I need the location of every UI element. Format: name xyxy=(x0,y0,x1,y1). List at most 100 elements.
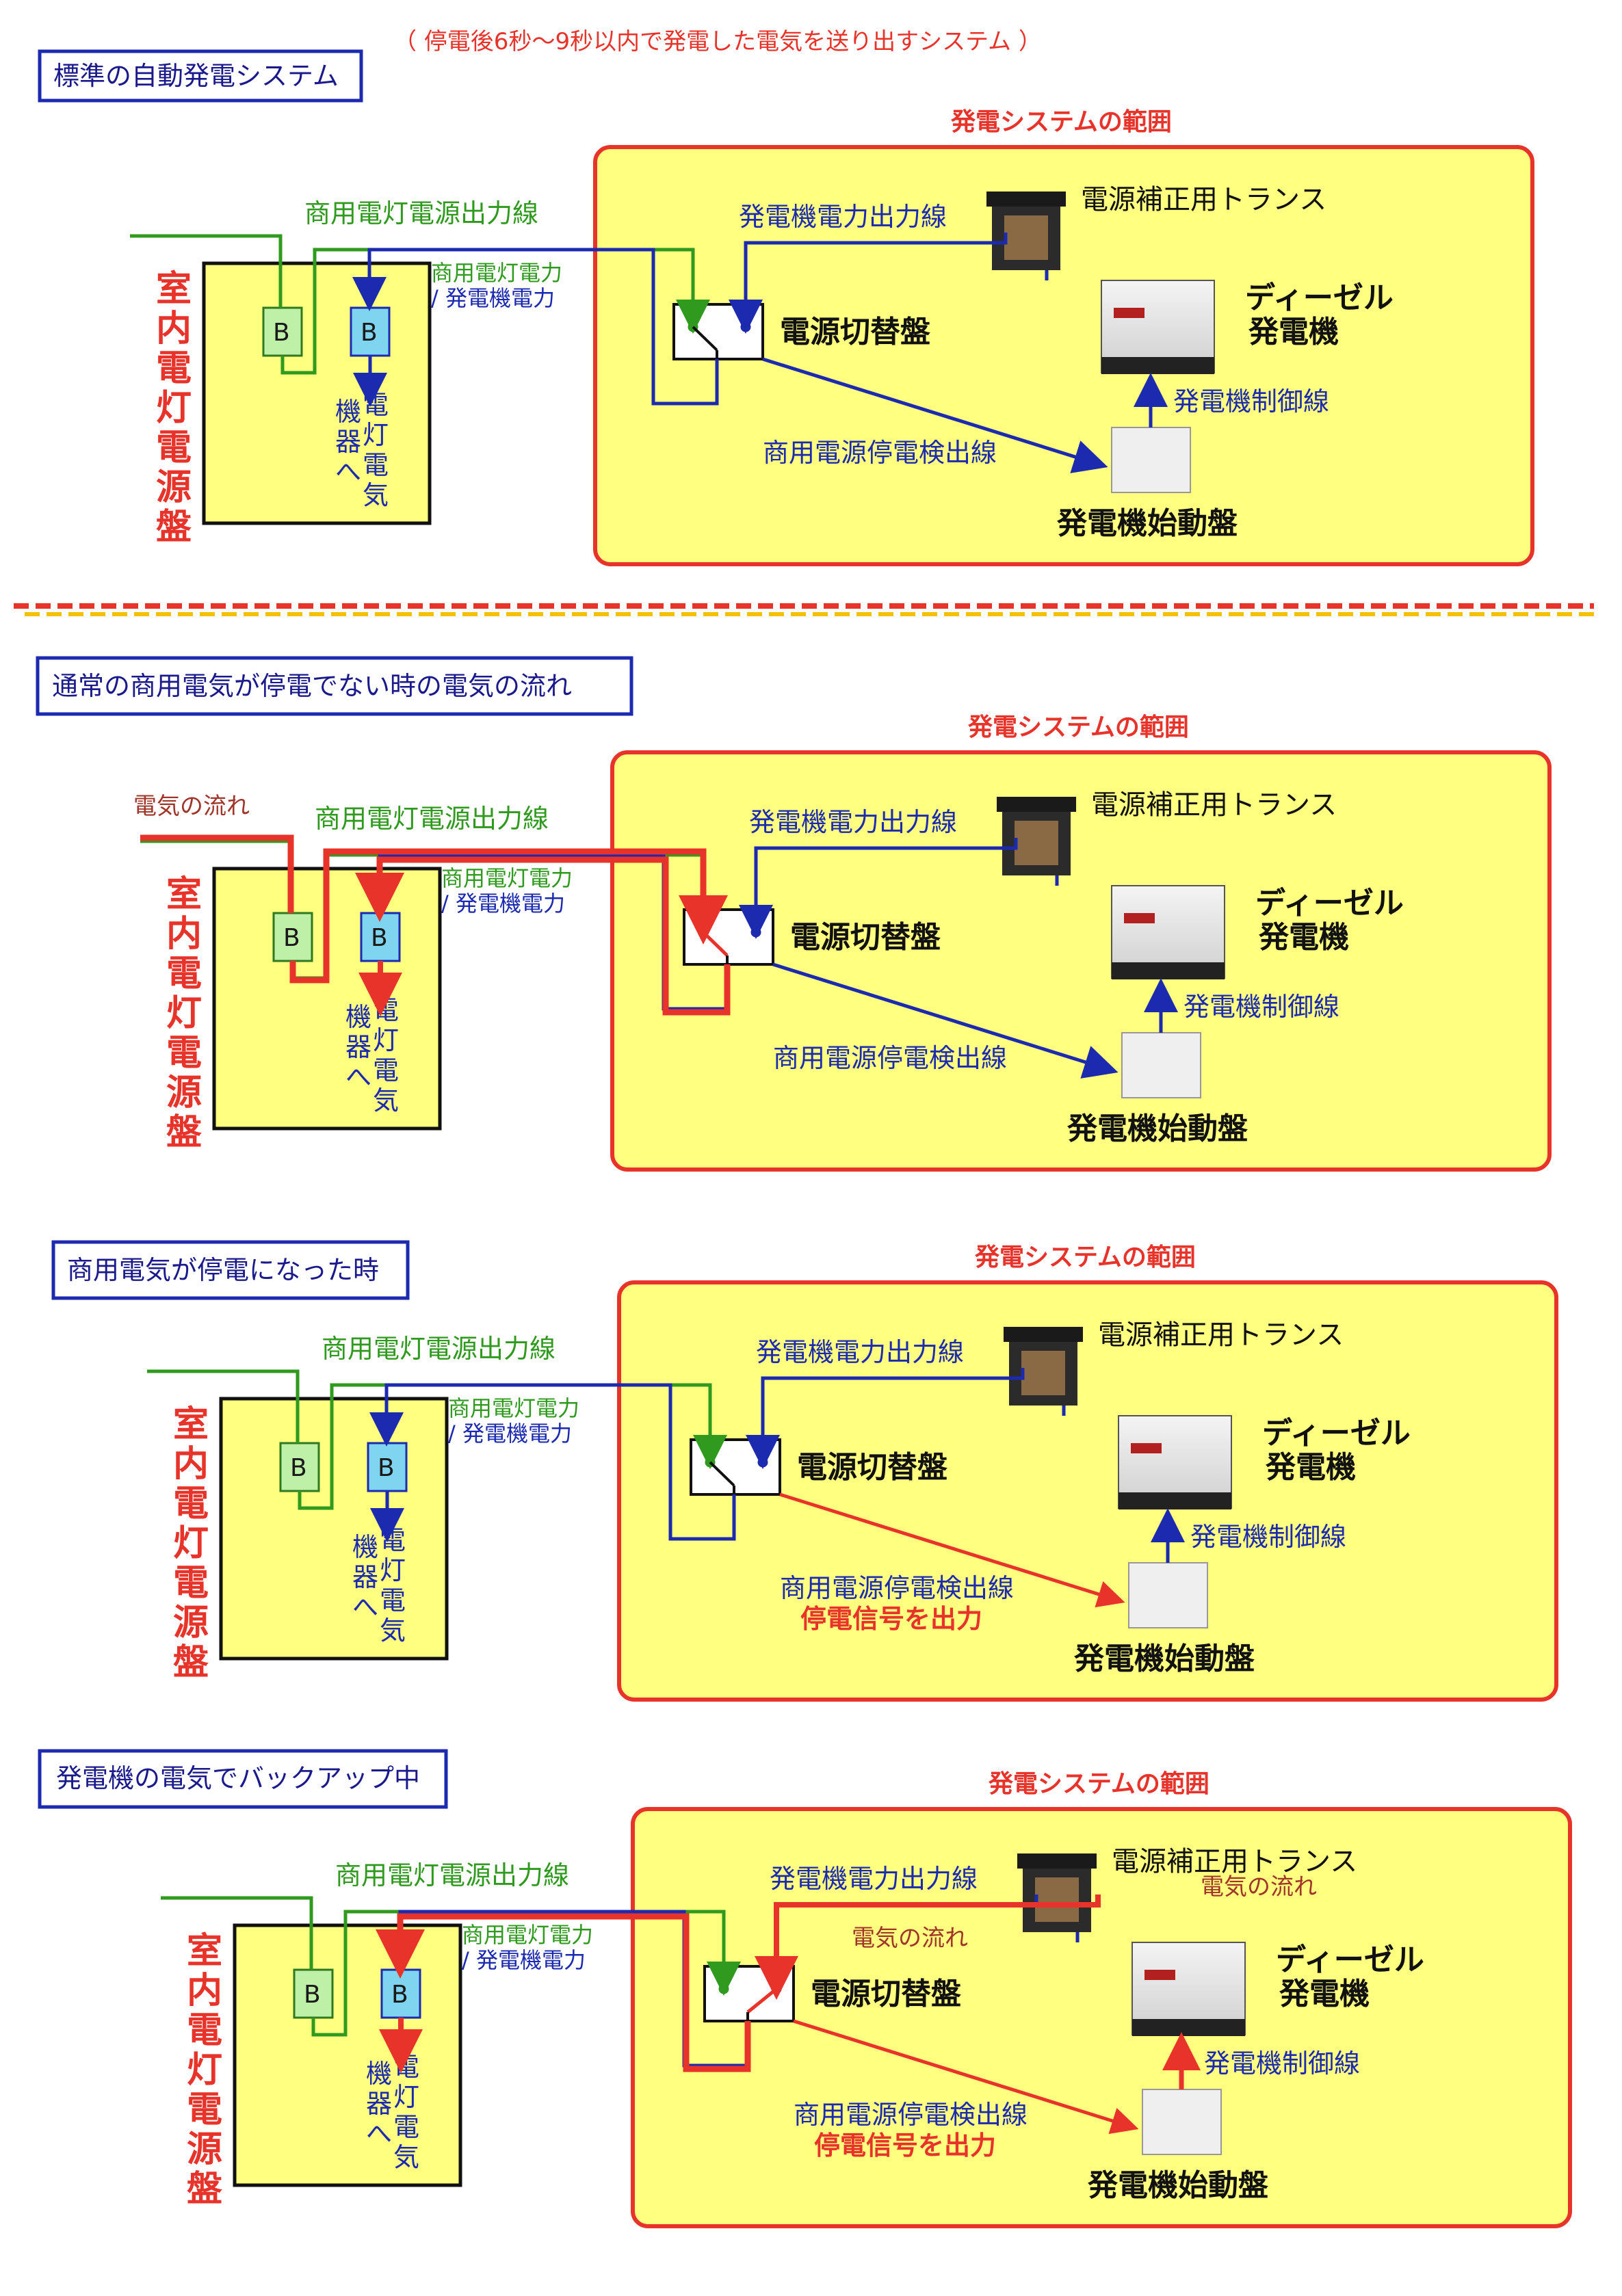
switch-panel-label: 電源切替盤 xyxy=(797,1450,947,1485)
system-range-box xyxy=(617,1280,1558,1702)
gen-power-label: / 発電機電力 xyxy=(462,1947,586,1973)
gen-output-line xyxy=(746,1368,1025,1469)
comm-power-label: 商用電灯電力 xyxy=(462,1922,593,1948)
transformer-core xyxy=(1004,215,1048,260)
comm-power-label: 商用電灯電力 xyxy=(441,865,573,891)
system-range-box xyxy=(593,145,1534,566)
switch-panel-label: 電源切替盤 xyxy=(811,1977,961,2011)
section-3-title-box xyxy=(51,1240,410,1300)
diesel-generator-base xyxy=(1132,2019,1245,2036)
commercial-line-label: 商用電灯電源出力線 xyxy=(322,1334,555,1364)
comm-power-label: 商用電灯電力 xyxy=(448,1395,579,1421)
starter-panel-box xyxy=(1111,427,1191,493)
outage-detect-line-label: 商用電源停電検出線 xyxy=(794,2100,1028,2130)
starter-panel-box xyxy=(1128,1562,1208,1628)
transformer-top xyxy=(1017,1853,1097,1869)
system-range-label: 発電システムの範囲 xyxy=(989,1770,1209,1798)
flow-label: 電気の流れ xyxy=(133,793,250,820)
breaker-lighting-label: B xyxy=(391,1981,408,2009)
gen-output-line-label: 発電機電力出力線 xyxy=(749,807,957,837)
flow-commercial-in xyxy=(140,834,294,913)
breaker-commercial xyxy=(262,306,303,357)
gen-power-label: / 発電機電力 xyxy=(448,1421,572,1447)
commercial-line-label: 商用電灯電源出力線 xyxy=(315,804,549,834)
section-4-title-box xyxy=(38,1749,448,1809)
section-2-title-box xyxy=(36,656,633,716)
starter-panel-label: 発電機始動盤 xyxy=(1073,1641,1255,1676)
section-4-title: 発電機の電気でバックアップ中 xyxy=(56,1763,420,1793)
starter-panel-label: 発電機始動盤 xyxy=(1056,506,1238,541)
diesel-label-1: ディーゼル xyxy=(1262,1416,1411,1451)
system-range-label: 発電システムの範囲 xyxy=(968,713,1189,741)
to-equipment-label-a: 機器へ xyxy=(335,397,361,487)
transformer-core xyxy=(1021,1351,1065,1395)
transformer-label: 電源補正用トランス xyxy=(1098,1319,1344,1351)
system-range-box xyxy=(631,1807,1572,2228)
outage-signal-label: 停電信号を出力 xyxy=(800,1604,982,1634)
flow-label: 電気の流れ xyxy=(852,1925,968,1952)
commercial-line-to-switch xyxy=(311,1910,741,2037)
switch-panel-label: 電源切替盤 xyxy=(780,315,930,349)
diesel-generator-panel xyxy=(1124,913,1155,923)
header-subtitle: （ 停電後6秒～9秒以内で発電した電気を送り出すシステム ） xyxy=(393,28,1042,55)
switch-output-line xyxy=(369,1383,736,1541)
indoor-panel-label: 室内電灯電源盤 xyxy=(173,1404,209,1683)
diesel-generator-base xyxy=(1112,962,1225,979)
outage-detect-line-label: 商用電源停電検出線 xyxy=(773,1043,1007,1073)
commercial-line-in xyxy=(130,234,283,308)
transformer-label: 電源補正用トランス xyxy=(1091,789,1337,821)
outage-signal-label: 停電信号を出力 xyxy=(814,2130,996,2161)
indoor-panel-box xyxy=(202,261,432,525)
indoor-panel-label: 室内電灯電源盤 xyxy=(187,1931,222,2210)
gen-output-line-label: 発電機電力出力線 xyxy=(770,1864,978,1894)
gen-output-line xyxy=(739,838,1018,939)
gen-power-label: / 発電機電力 xyxy=(431,285,555,311)
to-equipment-label-a: 機器へ xyxy=(366,2059,392,2149)
system-range-label: 発電システムの範囲 xyxy=(975,1243,1196,1271)
switch-lever xyxy=(692,326,718,352)
switch-lever xyxy=(709,1461,735,1487)
breaker-lighting-label: B xyxy=(361,319,378,347)
starter-panel-box xyxy=(1142,2089,1222,2155)
transformer-core xyxy=(1035,1877,1079,1922)
comm-power-label: 商用電灯電力 xyxy=(431,260,562,286)
commercial-line-to-switch xyxy=(298,1383,727,1510)
indoor-panel-box xyxy=(219,1397,449,1661)
system-range-box xyxy=(610,750,1552,1172)
diesel-label-2: 発電機 xyxy=(1265,1450,1356,1485)
outage-detect-line xyxy=(772,962,1119,1079)
outage-detect-line-label: 商用電源停電検出線 xyxy=(780,1573,1014,1603)
section-2-title: 通常の商用電気が停電でない時の電気の流れ xyxy=(52,671,572,701)
flow-switch-output xyxy=(376,1913,751,2072)
diesel-generator-panel xyxy=(1114,308,1144,318)
outage-detect-line-label: 商用電源停電検出線 xyxy=(763,438,997,468)
commercial-line-in xyxy=(147,1369,300,1443)
gen-output-line-label: 発電機電力出力線 xyxy=(739,202,947,232)
diesel-label-1: ディーゼル xyxy=(1276,1942,1424,1977)
breaker-commercial-label: B xyxy=(273,319,290,347)
gen-control-line-label: 発電機制御線 xyxy=(1173,386,1329,417)
diesel-generator-panel xyxy=(1144,1970,1175,1980)
commercial-line-label: 商用電灯電源出力線 xyxy=(304,198,538,228)
indoor-panel-label: 室内電灯電源盤 xyxy=(166,874,202,1153)
transformer-core xyxy=(1015,821,1058,865)
flow-switch-output xyxy=(355,856,731,1016)
to-equipment-label-b: 電灯電気 xyxy=(393,2052,419,2172)
flow-label-gen: 電気の流れ xyxy=(1201,1873,1317,1901)
section-1-title: 標準の自動発電システム xyxy=(53,61,339,91)
diesel-label-2: 発電機 xyxy=(1248,315,1339,349)
gen-output-line xyxy=(729,233,1008,334)
commercial-line-to-switch xyxy=(280,248,710,375)
to-equipment-label-b: 電灯電気 xyxy=(380,1525,406,1646)
breaker-commercial xyxy=(293,1968,334,2019)
section-1-title-group: 標準の自動発電システム xyxy=(38,49,363,103)
transformer-top xyxy=(1004,1327,1083,1342)
diesel-label-1: ディーゼル xyxy=(1255,886,1404,921)
to-equipment-label-b: 電灯電気 xyxy=(363,390,389,510)
to-equipment-label-a: 機器へ xyxy=(352,1532,378,1622)
switch-panel-label: 電源切替盤 xyxy=(790,920,941,955)
section-4-title-group: 発電機の電気でバックアップ中 xyxy=(38,1749,448,1809)
